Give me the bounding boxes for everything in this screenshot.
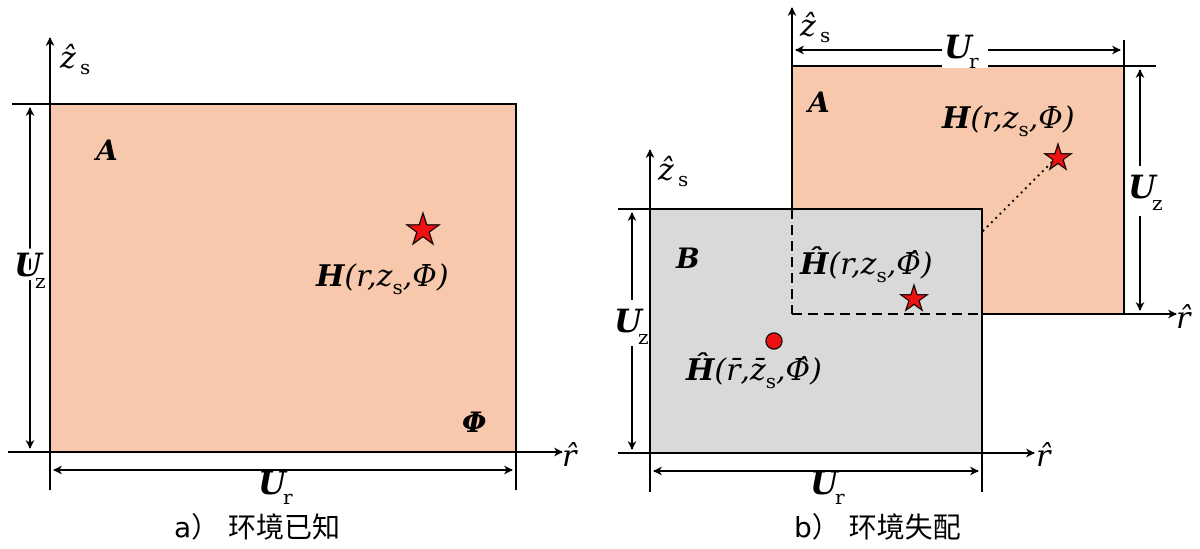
- dim-ur-lower-sub: r: [835, 485, 845, 509]
- mean-position-circle-icon: [765, 332, 783, 350]
- dim-uz-label-a-fg: U: [14, 246, 44, 284]
- z-axis-lower-sub-b: s: [678, 167, 688, 191]
- dim-uz-lower-label: U: [614, 302, 644, 340]
- true-position-star-icon-b: [1042, 142, 1074, 171]
- dim-ur-upper-sub: r: [969, 49, 979, 73]
- r-axis-label-a: r̂: [562, 439, 578, 474]
- r-axis-upper-label-b: r̂: [1176, 301, 1192, 336]
- true-position-label-b: H(r,zs,Φ): [941, 101, 1075, 141]
- dim-ur-lower-label: U: [810, 464, 840, 502]
- z-axis-upper-sub-b: s: [820, 23, 830, 47]
- estimated-position-label-b: Ĥ(r,zs,Φ̂): [799, 246, 933, 287]
- caption-a: a） 环境已知: [174, 511, 340, 544]
- region-a-label: A: [93, 134, 118, 167]
- estimated-position-star-icon: [898, 283, 930, 312]
- dim-uz-sub-a: z: [35, 269, 46, 293]
- true-position-star-icon: [404, 211, 442, 246]
- mean-position-label-b: Ĥ(r̄,z̄s,Φ̂): [685, 352, 822, 393]
- dim-ur-label-a: U: [258, 464, 288, 502]
- dim-uz-label-a: U: [14, 246, 44, 284]
- dim-ur-upper-label: U: [944, 28, 974, 66]
- dim-uz-upper-label: U: [1128, 168, 1158, 206]
- dim-ur-upper-bg: [942, 28, 988, 68]
- dim-uz-upper-bg: [1126, 166, 1176, 216]
- r-axis-lower-label-b: r̂: [1036, 439, 1052, 474]
- z-axis-label-a: ẑ: [59, 41, 76, 76]
- dim-uz-lower-sub: z: [638, 325, 649, 349]
- caption-b: b） 环境失配: [794, 511, 961, 544]
- panel-a: U U z U r ẑ s r̂ A H(r,zs,Φ) Φ a） 环境已知: [8, 37, 578, 544]
- dim-ur-sub-a: r: [283, 485, 293, 509]
- region-a-rect: [49, 103, 517, 453]
- star-label-a: H(r,zs,Φ): [315, 259, 449, 299]
- region-a-label-b: A: [805, 86, 830, 119]
- region-b-label: B: [675, 242, 700, 275]
- dim-uz-upper-sub: z: [1152, 191, 1163, 215]
- z-axis-lower-label-b: ẑ: [657, 153, 674, 188]
- panel-b: ẑ s r̂ U r U z ẑ s r̂ U z U r: [612, 7, 1192, 544]
- region-b-rect: [649, 208, 983, 454]
- z-axis-sub-a: s: [80, 55, 90, 79]
- corner-phi-label: Φ: [462, 406, 486, 439]
- dim-uz-lower-bg: [612, 300, 648, 346]
- z-axis-upper-label-b: ẑ: [799, 9, 816, 44]
- mismatch-connector: [981, 161, 1053, 233]
